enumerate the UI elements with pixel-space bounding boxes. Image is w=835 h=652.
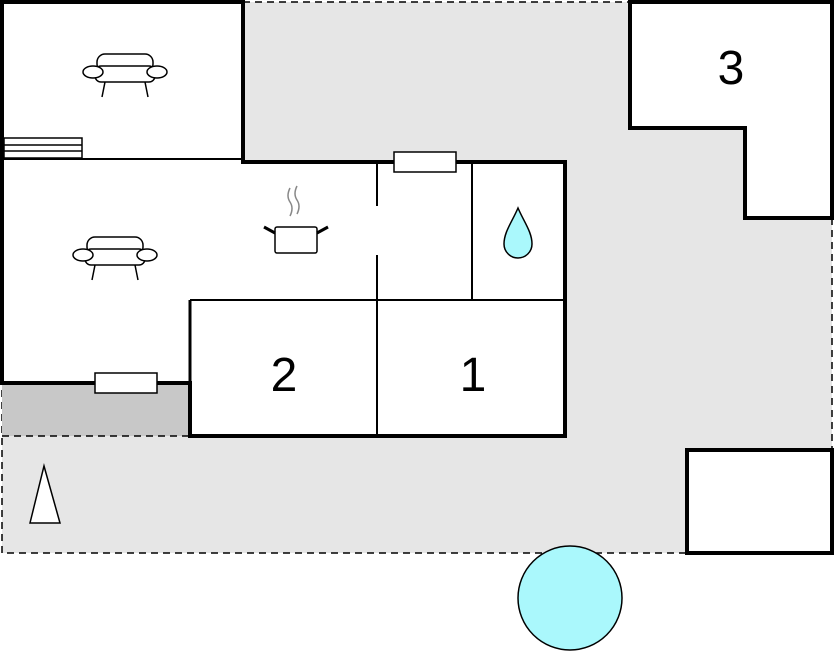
water-drop-icon	[503, 206, 533, 259]
room-1-label: 1	[460, 349, 487, 402]
north-arrow-icon	[29, 463, 61, 524]
terrace-boundary	[1, 383, 686, 554]
pool-icon	[517, 545, 623, 651]
window-icon	[393, 151, 457, 173]
window-icon	[94, 372, 158, 394]
sofa-icon	[82, 53, 168, 98]
stairs-icon	[3, 137, 83, 159]
building-3	[628, 0, 834, 220]
room-3-label: 3	[718, 42, 745, 95]
sofa-icon	[72, 236, 158, 281]
outbuilding	[685, 448, 834, 555]
room-2-label: 2	[271, 349, 298, 402]
house-outline	[0, 0, 567, 438]
cooking-pot-icon	[263, 185, 329, 254]
